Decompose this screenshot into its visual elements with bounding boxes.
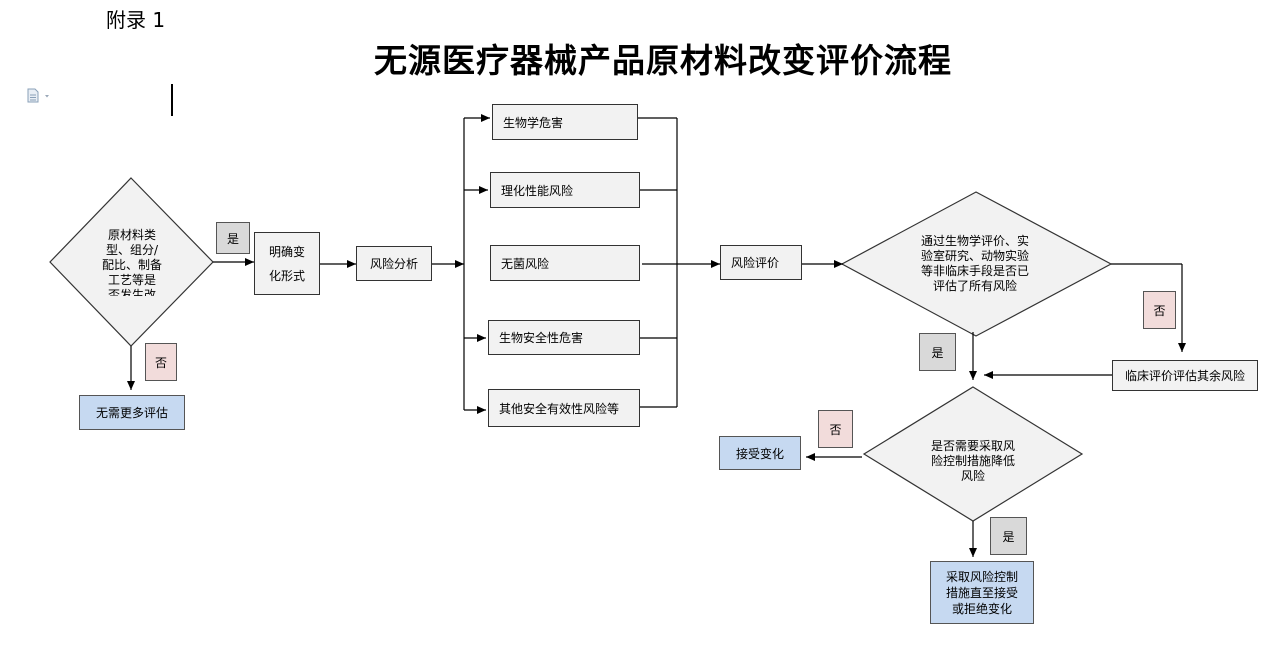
yes-label-need-control: 是: [990, 517, 1027, 555]
need-risk-control-question: 是否需要采取风 险控制措施降低 风险: [930, 439, 1015, 481]
text-cursor: [171, 84, 173, 116]
biological-hazard-box: 生物学危害: [492, 104, 638, 140]
sterility-risk-box: 无菌风险: [490, 245, 640, 281]
material-change-question: 原材料类 型、组分/ 配比、制备 工艺等是 否发生改: [101, 228, 162, 296]
appendix-label: 附录 1: [106, 8, 166, 32]
take-risk-control-box: 采取风险控制 措施直至接受 或拒绝变化: [930, 561, 1034, 624]
physicochemical-risk-box: 理化性能风险: [490, 172, 640, 208]
no-further-evaluation-box: 无需更多评估: [79, 395, 185, 430]
yes-label-material: 是: [216, 222, 250, 254]
no-label-need-control: 否: [818, 410, 853, 448]
clinical-evaluation-box: 临床评价评估其余风险: [1112, 360, 1258, 391]
decision-diamond-all-evaluated: [840, 191, 1113, 337]
other-risk-box: 其他安全有效性风险等: [488, 389, 640, 427]
no-label-material: 否: [145, 343, 177, 381]
risk-evaluation-box: 风险评价: [720, 245, 802, 280]
document-icon[interactable]: [26, 88, 54, 108]
no-label-all-evaluated: 否: [1143, 291, 1176, 329]
yes-label-all-evaluated: 是: [919, 333, 956, 371]
risk-analysis-box: 风险分析: [356, 246, 432, 281]
page-title: 无源医疗器械产品原材料改变评价流程: [374, 41, 952, 80]
all-risks-evaluated-question: 通过生物学评价、实 验室研究、动物实验 等非临床手段是否已 评估了所有风险: [920, 234, 1029, 293]
biosafety-hazard-box: 生物安全性危害: [488, 320, 640, 355]
clarify-change-box: 明确变 化形式: [254, 232, 320, 295]
accept-change-box: 接受变化: [719, 436, 801, 470]
